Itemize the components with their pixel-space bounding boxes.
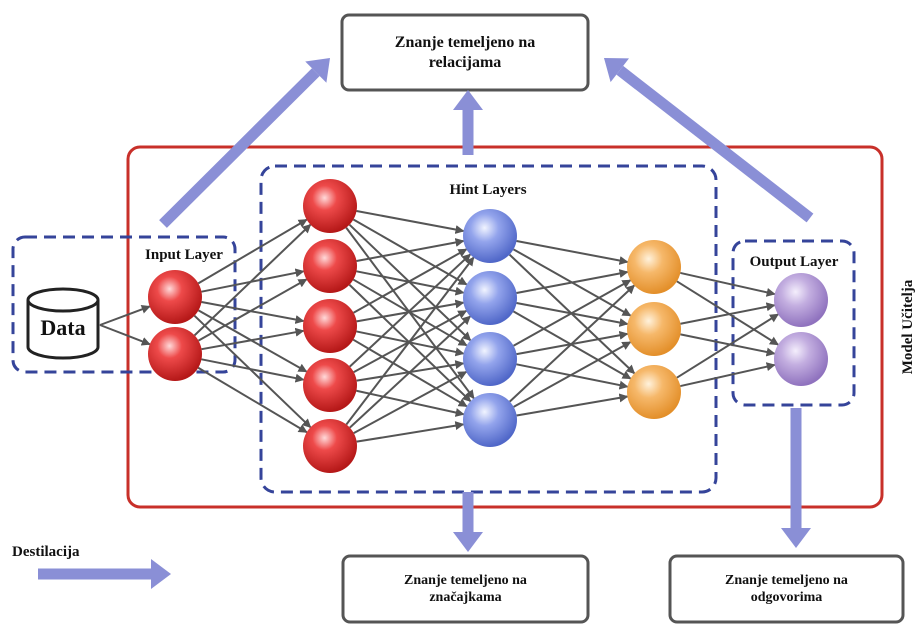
input-region xyxy=(11,235,237,374)
response-knowledge-box xyxy=(668,554,905,624)
network-connection xyxy=(516,393,629,417)
network-connection xyxy=(353,371,468,434)
input-layer-label: Input Layer xyxy=(145,247,223,263)
hidden3-node xyxy=(627,365,681,419)
output-node xyxy=(774,332,828,386)
network-connection xyxy=(349,315,471,429)
network-connection xyxy=(353,248,468,314)
network-connection xyxy=(345,256,475,426)
feature-knowledge-box xyxy=(341,554,590,624)
network-connection xyxy=(516,240,629,265)
network-connection xyxy=(356,421,465,443)
output-region xyxy=(731,239,856,407)
network-connection xyxy=(201,358,305,383)
network-connection xyxy=(513,341,632,408)
input-to-relation-arrow xyxy=(159,58,330,228)
relation-knowledge-box xyxy=(340,13,590,92)
network-connection xyxy=(680,302,776,325)
hint-layers-region xyxy=(259,164,718,494)
network-connections xyxy=(99,209,779,443)
data-connection xyxy=(99,305,151,326)
network-connection xyxy=(356,209,465,234)
network-connection xyxy=(513,279,632,347)
hint-to-relation-arrow xyxy=(453,90,483,155)
hidden1-node xyxy=(303,419,357,473)
distillation-arrows xyxy=(38,58,814,589)
hidden1-node xyxy=(303,179,357,233)
hidden2-node xyxy=(463,332,517,386)
data-connection xyxy=(99,324,151,346)
network-connection xyxy=(680,271,776,297)
network-connection xyxy=(193,314,312,429)
input-node xyxy=(148,327,202,381)
distillation-legend-label: Destilacija xyxy=(12,544,80,560)
network-connection xyxy=(680,333,776,357)
hidden1-node xyxy=(303,239,357,293)
network-connection xyxy=(197,218,308,285)
network-connection xyxy=(516,269,629,294)
network-connection xyxy=(356,238,465,263)
output-to-response-arrow xyxy=(781,408,811,548)
teacher-model-frame xyxy=(126,145,884,509)
hidden2-node xyxy=(463,393,517,447)
hidden1-node xyxy=(303,358,357,412)
network-connection xyxy=(201,327,305,351)
input-node xyxy=(148,270,202,324)
data-label: Data xyxy=(40,315,85,340)
hidden3-node xyxy=(627,240,681,294)
hidden2-node xyxy=(463,209,517,263)
relation-knowledge-text: Znanje temeljeno na relacijama xyxy=(394,33,536,71)
network-connection xyxy=(349,253,471,368)
network-connection xyxy=(197,366,308,434)
feature-knowledge-text: Znanje temeljeno na značajkama xyxy=(404,572,527,606)
hint-to-feature-arrow xyxy=(453,492,483,552)
network-nodes xyxy=(148,179,828,473)
hidden3-node xyxy=(627,302,681,356)
hint-layers-label: Hint Layers xyxy=(449,182,526,198)
hidden1-node xyxy=(303,299,357,353)
response-knowledge-text: Znanje temeljeno na odgovorima xyxy=(725,572,848,606)
network-connection xyxy=(201,268,305,293)
output-to-relation-arrow xyxy=(604,58,814,223)
teacher-model-label: Model Učitelja xyxy=(900,279,916,374)
distillation-legend-arrow xyxy=(38,559,171,589)
network-connection xyxy=(676,280,779,346)
network-connection xyxy=(356,299,465,323)
network-connection xyxy=(201,300,305,324)
output-node xyxy=(774,273,828,327)
network-connection xyxy=(676,313,779,379)
hidden2-node xyxy=(463,271,517,325)
network-connection xyxy=(193,223,312,337)
network-connection xyxy=(680,362,776,388)
network-connection xyxy=(197,278,308,342)
data-cylinder-icon xyxy=(26,287,100,360)
network-connection xyxy=(509,284,635,403)
output-layer-label: Output Layer xyxy=(750,254,839,270)
